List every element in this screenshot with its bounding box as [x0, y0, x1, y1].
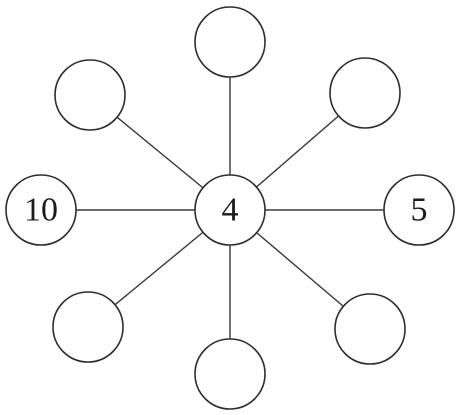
- node-bottom: [194, 338, 266, 410]
- node-top: [194, 6, 266, 78]
- node-bottom-left: [52, 291, 124, 363]
- node-top-left: [54, 59, 126, 131]
- node-center: 4: [194, 174, 266, 246]
- node-left-label: 10: [24, 192, 58, 229]
- node-left: 10: [5, 174, 77, 246]
- node-top-right: [329, 57, 401, 129]
- node-bottom-right: [334, 293, 406, 365]
- node-center-label: 4: [222, 192, 239, 229]
- node-right: 5: [383, 174, 455, 246]
- node-right-label: 5: [411, 192, 428, 229]
